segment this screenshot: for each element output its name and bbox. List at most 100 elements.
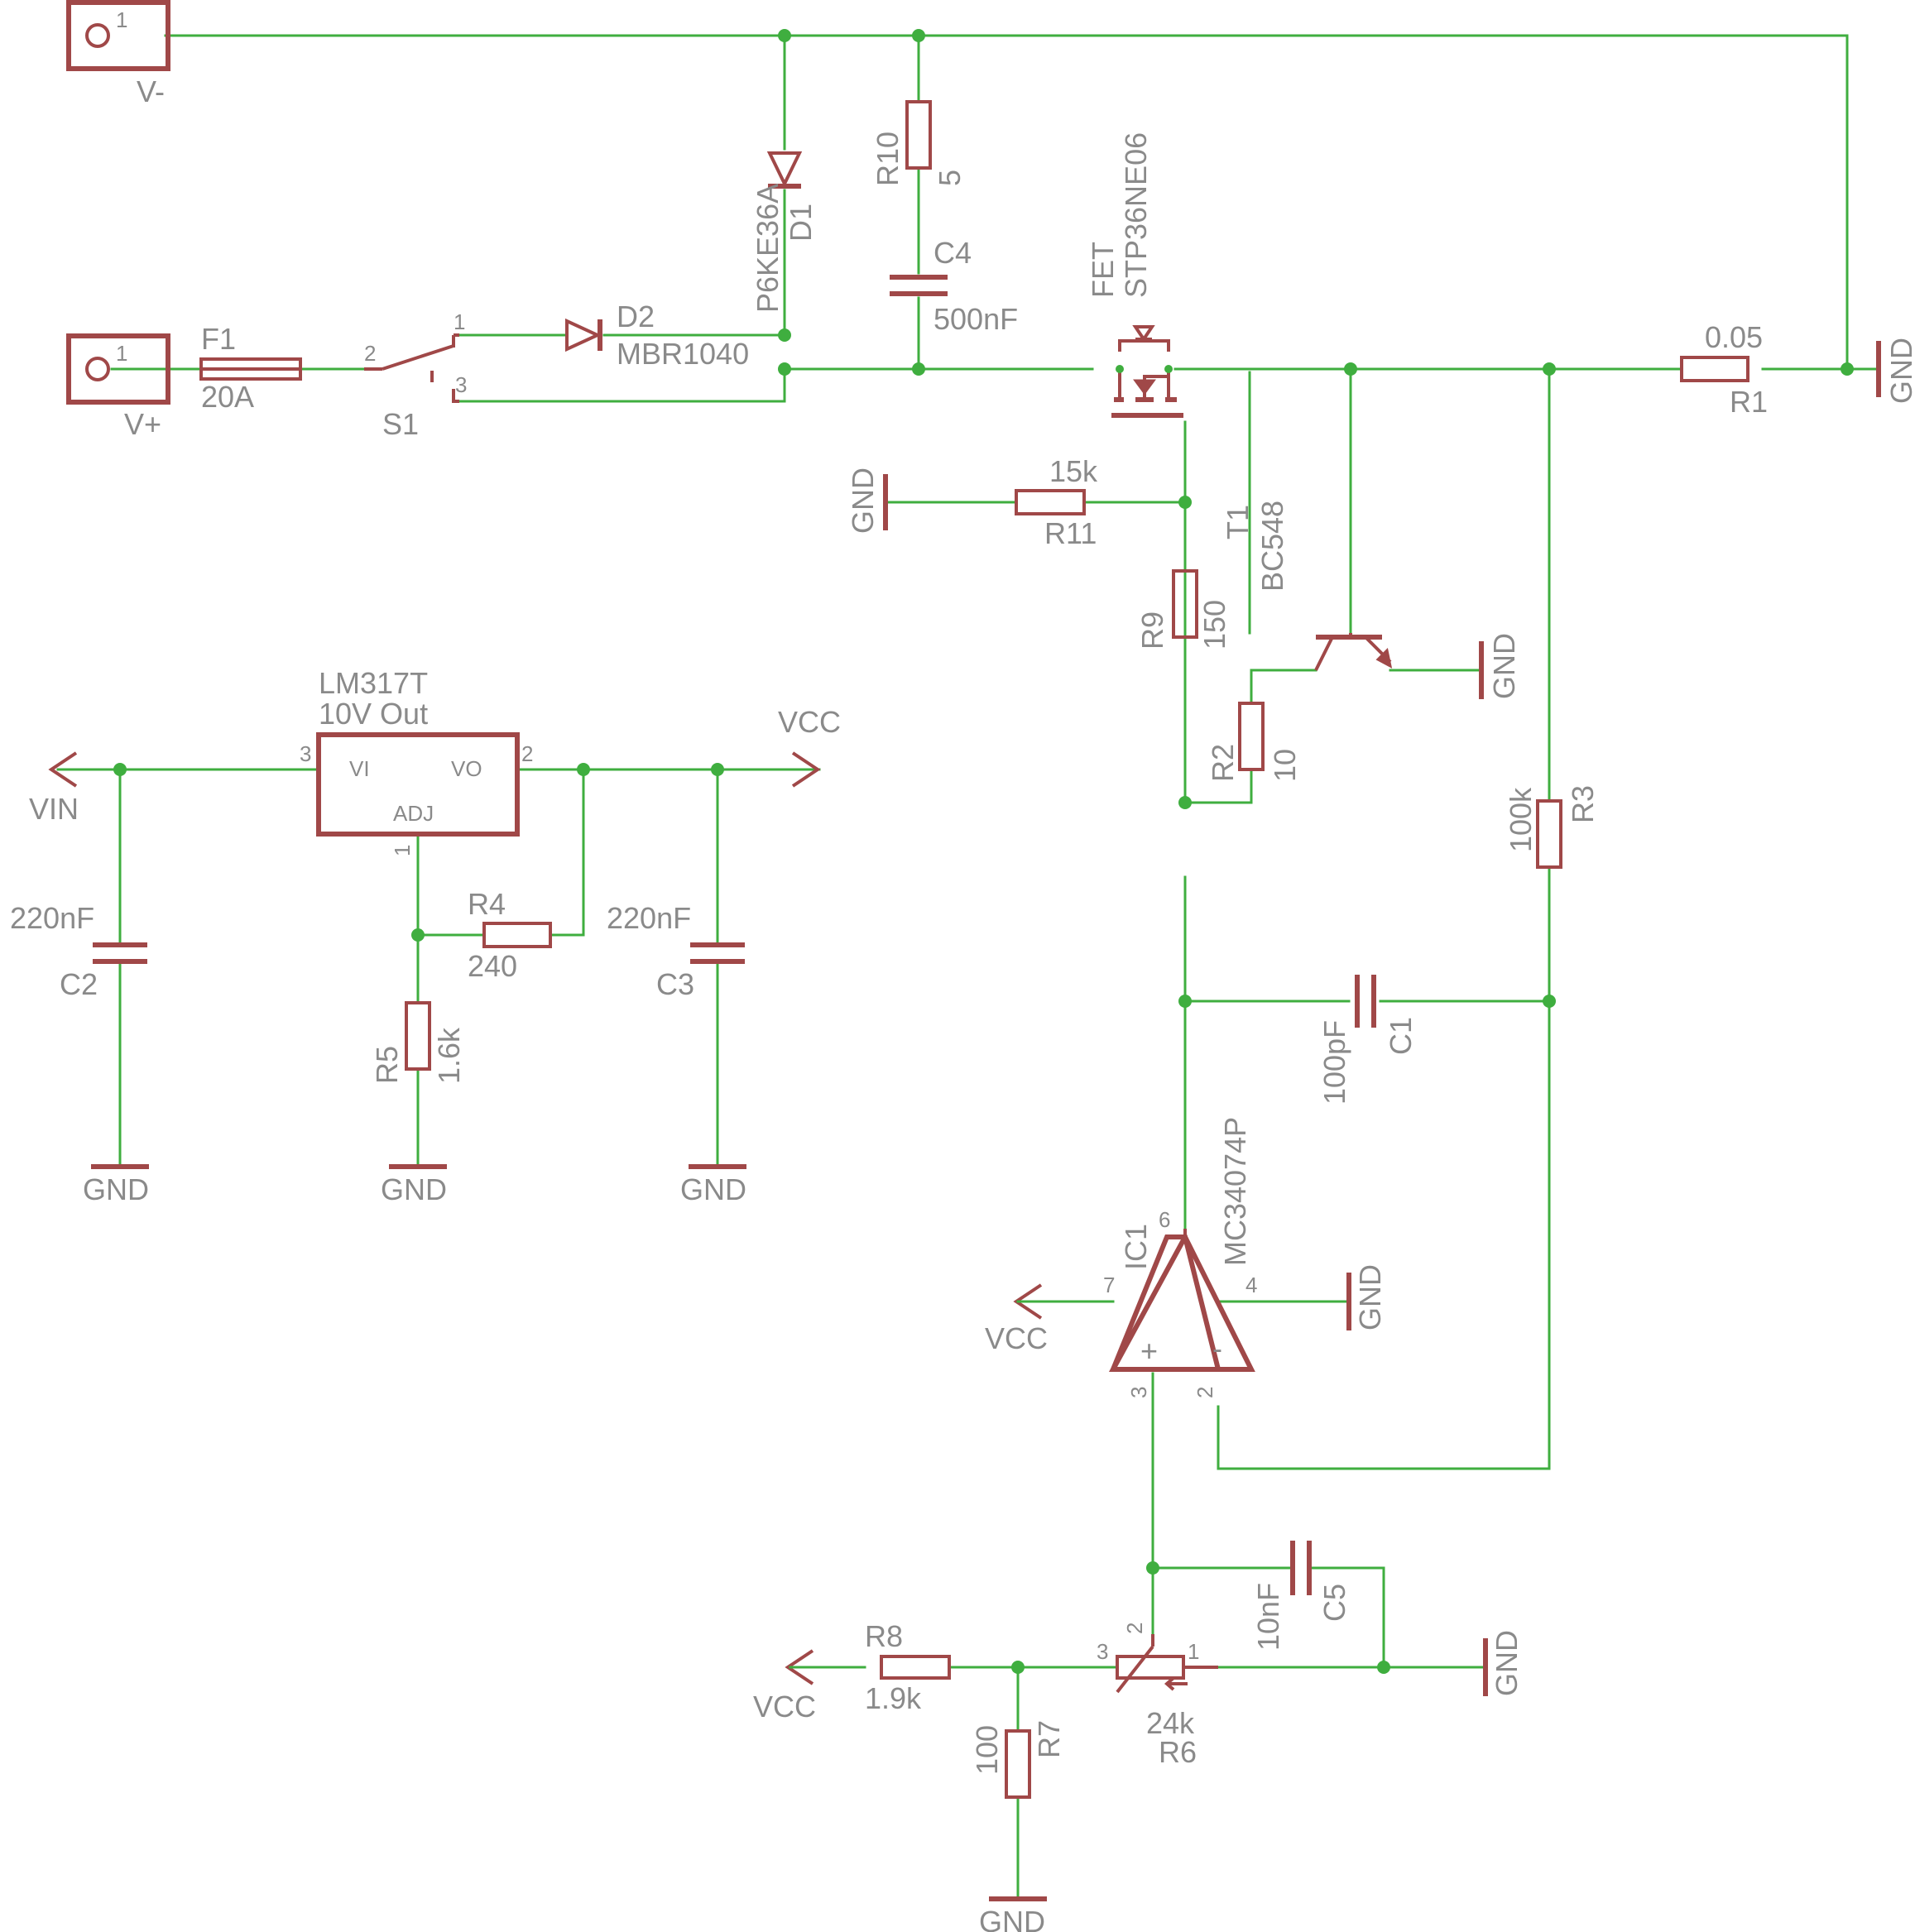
svg-text:3: 3 — [1126, 1387, 1151, 1398]
svg-text:1: 1 — [116, 7, 127, 32]
svg-text:GND: GND — [83, 1172, 149, 1206]
svg-text:GND: GND — [680, 1172, 746, 1206]
svg-text:4: 4 — [1245, 1273, 1257, 1297]
diode-d1[interactable]: D1 P6KE36A — [751, 151, 818, 313]
svg-text:1: 1 — [454, 309, 465, 334]
svg-text:P6KE36A: P6KE36A — [751, 184, 785, 313]
svg-text:2: 2 — [521, 741, 533, 766]
svg-text:GND: GND — [979, 1905, 1045, 1932]
svg-text:VCC: VCC — [753, 1690, 816, 1723]
svg-text:STP36NE06: STP36NE06 — [1119, 132, 1153, 298]
svg-text:VIN: VIN — [29, 792, 79, 826]
resistor-r7[interactable]: 100 R7 — [970, 1720, 1066, 1799]
svg-text:R5: R5 — [370, 1046, 404, 1084]
regulator-lm317t[interactable]: VI VO ADJ 3 2 1 LM317T 10V Out — [300, 666, 533, 856]
svg-text:R10: R10 — [871, 132, 905, 186]
fuse-f1[interactable]: F1 20A — [199, 322, 302, 414]
svg-text:R9: R9 — [1135, 611, 1169, 650]
junctions — [113, 29, 1854, 1674]
svg-text:T1: T1 — [1221, 505, 1255, 539]
resistor-r4[interactable]: R4 240 — [468, 887, 552, 983]
svg-text:2: 2 — [1193, 1387, 1217, 1398]
svg-text:100k: 100k — [1504, 787, 1538, 852]
svg-text:150: 150 — [1197, 600, 1231, 650]
svg-text:C2: C2 — [60, 967, 98, 1001]
resistor-r5[interactable]: R5 1.6k — [370, 1001, 466, 1084]
svg-text:GND: GND — [1490, 1630, 1524, 1696]
v-minus-label: V- — [137, 74, 165, 108]
capacitor-c1[interactable]: 100pF C1 — [1317, 975, 1418, 1105]
transistor-t1[interactable]: T1 BC548 — [1221, 501, 1393, 671]
svg-text:GND: GND — [846, 467, 880, 534]
svg-text:100pF: 100pF — [1317, 1020, 1351, 1105]
svg-text:1: 1 — [116, 341, 127, 366]
svg-text:C3: C3 — [656, 967, 694, 1001]
svg-text:6: 6 — [1159, 1207, 1170, 1232]
svg-text:-: - — [1212, 1331, 1222, 1365]
svg-text:2: 2 — [364, 341, 376, 366]
svg-text:VCC: VCC — [778, 705, 841, 739]
svg-text:D1: D1 — [784, 204, 818, 242]
resistor-r8[interactable]: R8 1.9k — [865, 1619, 951, 1715]
svg-text:1: 1 — [390, 845, 415, 856]
svg-text:100: 100 — [970, 1725, 1004, 1775]
diode-d2[interactable]: D2 MBR1040 — [565, 300, 749, 371]
svg-text:D2: D2 — [617, 300, 655, 333]
svg-text:LM317T: LM317T — [319, 666, 428, 700]
svg-text:2: 2 — [1122, 1623, 1147, 1634]
svg-text:GND: GND — [1487, 633, 1521, 699]
svg-text:VCC: VCC — [985, 1321, 1048, 1355]
svg-text:+: + — [1140, 1334, 1158, 1368]
svg-text:MBR1040: MBR1040 — [617, 337, 749, 371]
svg-text:20A: 20A — [201, 380, 254, 414]
resistor-r2[interactable]: R2 10 — [1206, 702, 1302, 782]
svg-text:GND: GND — [1884, 338, 1915, 404]
v-plus-label: V+ — [124, 407, 161, 441]
svg-text:R7: R7 — [1032, 1720, 1066, 1758]
opamp-ic1[interactable]: + - 6 7 4 3 2 IC1 MC34074P — [1103, 1117, 1257, 1398]
resistor-r3[interactable]: 100k R3 — [1504, 785, 1600, 869]
svg-text:240: 240 — [468, 949, 517, 983]
svg-text:R1: R1 — [1730, 385, 1768, 419]
resistor-r11[interactable]: 15k R11 — [1015, 454, 1098, 550]
svg-text:R3: R3 — [1566, 785, 1600, 823]
svg-text:10V Out: 10V Out — [319, 697, 428, 731]
svg-text:C5: C5 — [1317, 1584, 1351, 1622]
svg-text:500nF: 500nF — [934, 302, 1018, 336]
svg-text:R4: R4 — [468, 887, 506, 921]
capacitor-c5[interactable]: 10nF C5 — [1251, 1541, 1351, 1651]
svg-text:F1: F1 — [201, 322, 236, 356]
capacitor-c3[interactable]: 220nF C3 — [607, 901, 745, 1001]
svg-text:5: 5 — [933, 170, 967, 186]
svg-text:GND: GND — [1353, 1264, 1387, 1330]
svg-text:220nF: 220nF — [607, 901, 691, 935]
resistor-r1[interactable]: 0.05 R1 — [1680, 320, 1768, 419]
capacitor-c2[interactable]: 220nF C2 — [10, 901, 147, 1001]
capacitor-c4[interactable]: C4 500nF — [890, 236, 1018, 336]
v-minus-connector[interactable]: 1 V- — [66, 0, 170, 108]
wires — [56, 34, 1880, 1901]
supply-arrows: VIN VCC VCC VCC — [29, 705, 1048, 1723]
svg-text:S1: S1 — [382, 407, 419, 441]
svg-text:1.9k: 1.9k — [865, 1681, 922, 1715]
svg-text:VI: VI — [349, 756, 370, 781]
svg-text:10: 10 — [1268, 749, 1302, 782]
svg-text:R6: R6 — [1159, 1735, 1197, 1769]
svg-text:15k: 15k — [1049, 454, 1098, 488]
svg-text:FET: FET — [1086, 242, 1120, 298]
potentiometer-r6[interactable]: 3 1 2 24k R6 — [1097, 1623, 1218, 1769]
resistor-r10[interactable]: R10 5 — [871, 100, 967, 186]
svg-text:MC34074P: MC34074P — [1218, 1117, 1252, 1266]
switch-s1[interactable]: 2 1 3 S1 — [364, 309, 467, 441]
svg-text:C4: C4 — [934, 236, 972, 270]
svg-text:BC548: BC548 — [1255, 501, 1289, 592]
v-plus-connector[interactable]: 1 V+ — [66, 333, 170, 441]
svg-text:10nF: 10nF — [1251, 1583, 1285, 1651]
svg-text:3: 3 — [455, 372, 467, 397]
resistor-r9[interactable]: R9 150 — [1135, 569, 1231, 650]
svg-text:VO: VO — [451, 756, 482, 781]
mosfet-fet[interactable]: FET STP36NE06 — [1086, 132, 1183, 418]
svg-text:R8: R8 — [865, 1619, 903, 1653]
svg-text:C1: C1 — [1384, 1017, 1418, 1055]
